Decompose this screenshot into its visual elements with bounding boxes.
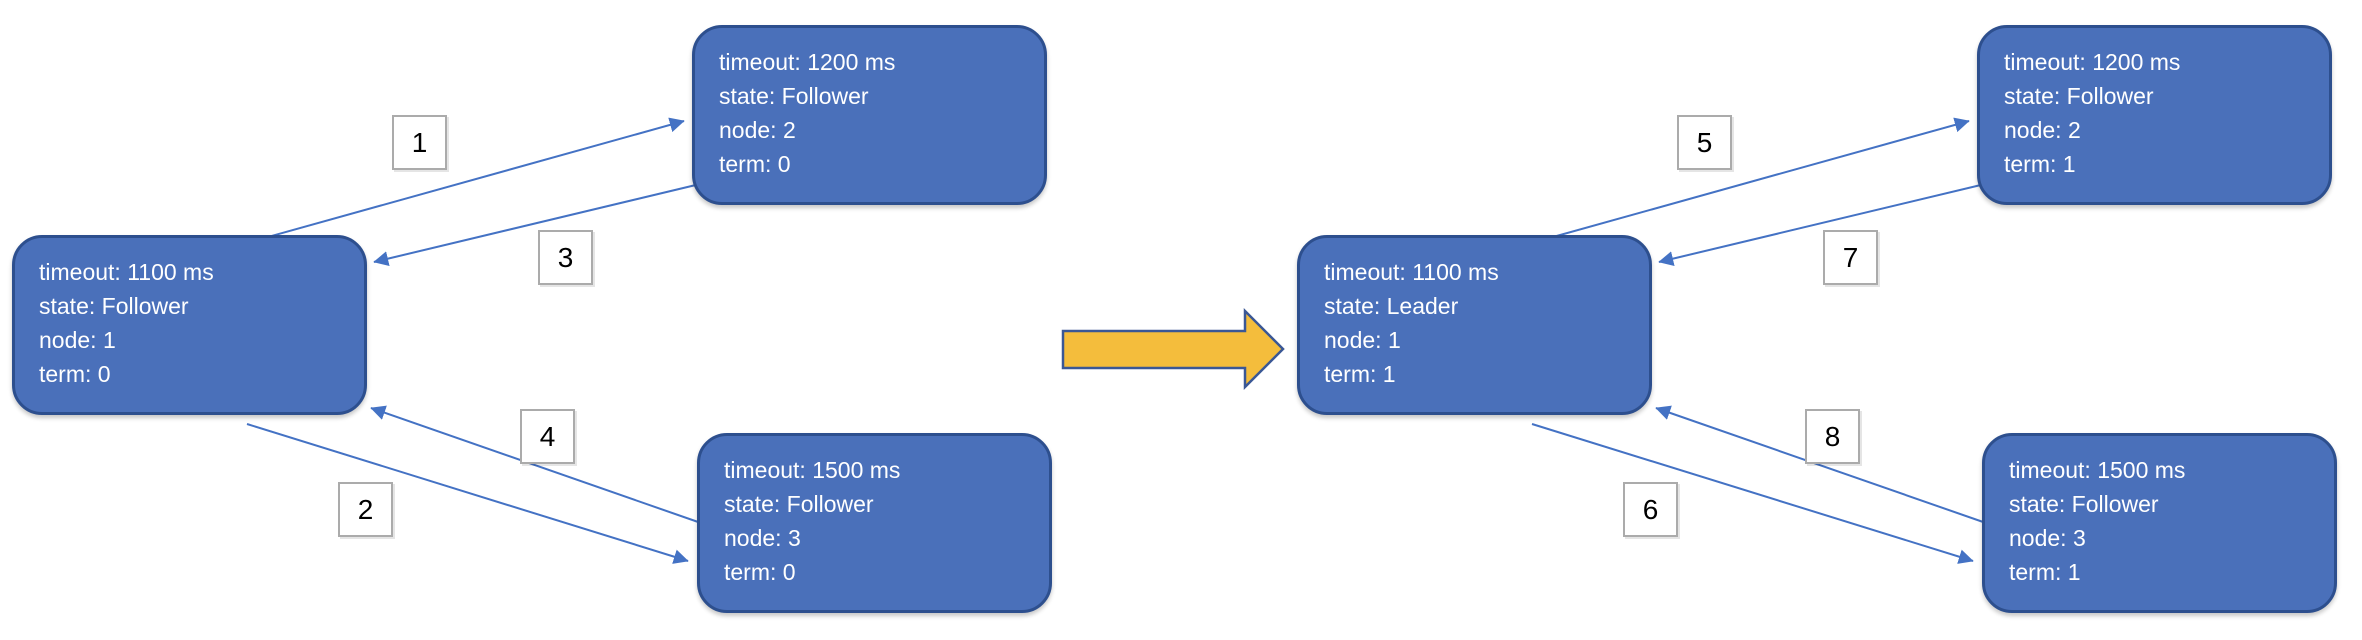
node-timeout: timeout: 1500 ms: [724, 457, 901, 483]
node-term: term: 0: [719, 151, 791, 177]
node-timeout: timeout: 1100 ms: [1324, 259, 1499, 285]
message-label-7: 7: [1823, 230, 1878, 285]
node-term: term: 1: [2009, 559, 2081, 585]
node-before-3: timeout: 1500 ms state: Follower node: 3…: [697, 433, 1052, 613]
node-state: state: Follower: [719, 83, 869, 109]
node-state: state: Follower: [39, 293, 189, 319]
node-term: term: 1: [1324, 361, 1396, 387]
node-timeout: timeout: 1200 ms: [2004, 49, 2181, 75]
rpc-arrow-5: [1534, 117, 1970, 243]
rpc-arrow-1: [249, 117, 685, 243]
node-term: term: 0: [724, 559, 796, 585]
message-label-1: 1: [392, 115, 447, 170]
node-state: state: Follower: [2009, 491, 2159, 517]
message-label-3: 3: [538, 230, 593, 285]
node-before-1: timeout: 1100 ms state: Follower node: 1…: [12, 235, 367, 415]
message-label-2: 2: [338, 482, 393, 537]
node-timeout: timeout: 1200 ms: [719, 49, 896, 75]
node-term: term: 0: [39, 361, 111, 387]
node-before-2: timeout: 1200 ms state: Follower node: 2…: [692, 25, 1047, 205]
node-after-2: timeout: 1200 ms state: Follower node: 2…: [1977, 25, 2332, 205]
node-state: state: Follower: [724, 491, 874, 517]
node-after-1-leader: timeout: 1100 ms state: Leader node: 1 t…: [1297, 235, 1652, 415]
rpc-arrow-4: [370, 405, 702, 524]
node-state: state: Follower: [2004, 83, 2154, 109]
rpc-arrow-6: [1531, 423, 1974, 564]
rpc-arrow-2: [246, 423, 689, 564]
node-id: node: 3: [724, 525, 801, 551]
node-id: node: 1: [1324, 327, 1401, 353]
node-timeout: timeout: 1500 ms: [2009, 457, 2186, 483]
node-id: node: 2: [2004, 117, 2081, 143]
rpc-arrow-7: [1658, 183, 1986, 266]
node-id: node: 2: [719, 117, 796, 143]
message-label-8: 8: [1805, 409, 1860, 464]
node-state: state: Leader: [1324, 293, 1459, 319]
rpc-arrow-3: [373, 183, 701, 266]
node-timeout: timeout: 1100 ms: [39, 259, 214, 285]
node-after-3: timeout: 1500 ms state: Follower node: 3…: [1982, 433, 2337, 613]
message-label-5: 5: [1677, 115, 1732, 170]
message-label-6: 6: [1623, 482, 1678, 537]
transition-arrow: [1061, 307, 1285, 391]
node-id: node: 3: [2009, 525, 2086, 551]
node-term: term: 1: [2004, 151, 2076, 177]
rpc-arrow-8: [1655, 405, 1987, 524]
message-label-4: 4: [520, 409, 575, 464]
node-id: node: 1: [39, 327, 116, 353]
